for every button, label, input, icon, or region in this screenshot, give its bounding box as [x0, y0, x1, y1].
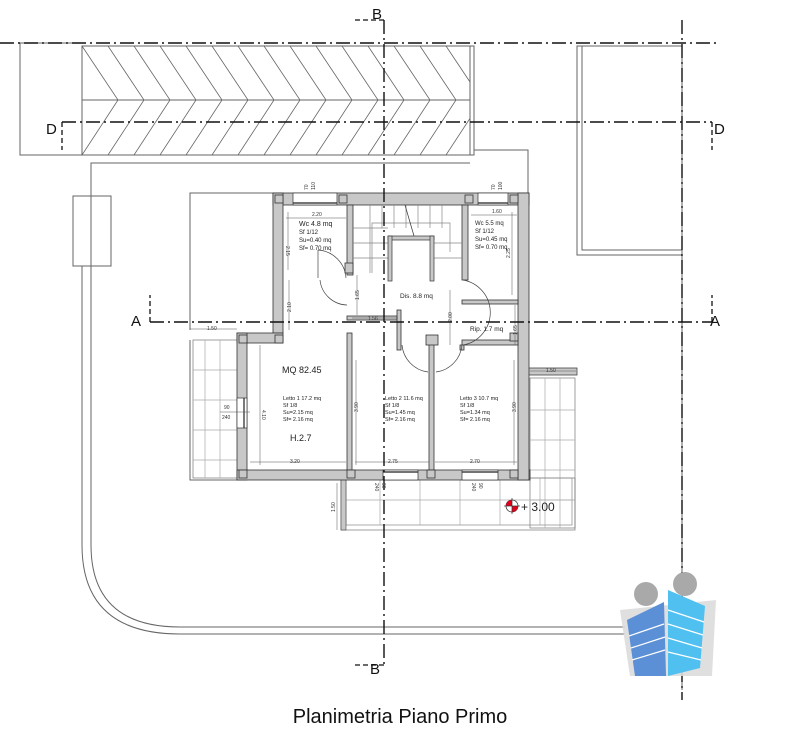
dim-letto2-height: 3.90 [354, 402, 360, 412]
room-dis: Dis. 8.8 mq [400, 293, 433, 300]
dim-wc2-width: 1.60 [492, 209, 502, 215]
room-sfw: Sf= 2.16 mq [283, 417, 313, 423]
dim-bottom-win2-a: 240 [470, 483, 476, 492]
plan-title: Planimetria Piano Primo [292, 706, 508, 728]
ramp-chevron [159, 45, 197, 155]
total-area: MQ 82.45 [282, 365, 322, 375]
ramp-chevron [445, 45, 470, 155]
ramp-chevron [237, 45, 275, 155]
dim-corridor: 1.56 [368, 316, 378, 322]
ramp-chevron [133, 45, 171, 155]
dim-dis-height: 1.65 [355, 290, 361, 300]
ramp-chevron [289, 45, 327, 155]
dim-window-tr-a: 100 [498, 181, 504, 190]
dim-bottom-win1-a: 240 [373, 483, 379, 492]
ramp-chevron [315, 45, 353, 155]
elevation-marker-icon [504, 498, 520, 514]
dim-rip-height: 2.00 [448, 312, 454, 322]
dim-letto1-width: 3.20 [290, 459, 300, 465]
dim-left-balcony: 1.50 [207, 326, 217, 332]
doors [317, 249, 491, 373]
ramp-chevron [107, 45, 145, 155]
section-label-b-top: B [372, 6, 382, 23]
dim-letto2-width: 2.75 [388, 459, 398, 465]
terrace-left-wall [340, 477, 347, 531]
dim-left-window-top: 90 [224, 405, 230, 411]
room-su: Su=0.45 mq [475, 237, 508, 243]
dim-wc1-height: 2.15 [284, 246, 290, 256]
room-name: Letto 3 10.7 mq [460, 396, 498, 402]
section-lines [0, 20, 720, 700]
room-letto2: Letto 2 11.6 mq Sf 1/8 Su=1.45 mq Sf= 2.… [385, 396, 423, 423]
dim-wc2-height: 2.25 [506, 248, 512, 258]
room-name: Wc 4.8 mq [299, 221, 333, 228]
room-name: Letto 2 11.6 mq [385, 396, 423, 402]
ramp-chevron [341, 45, 379, 155]
section-markers [61, 19, 713, 666]
room-rip: Rip. 1.7 mq [470, 326, 504, 333]
ramp-hatching [82, 45, 508, 155]
dimension-labels: 2.20 1.60 2.15 2.25 110 70 100 70 1.65 1… [207, 181, 556, 512]
room-su: Su=1.45 mq [385, 410, 415, 416]
room-sf: Sf 1/8 [283, 403, 297, 409]
section-label-a-left: A [131, 313, 141, 330]
room-su: Su=1.34 mq [460, 410, 490, 416]
pillars [238, 194, 519, 479]
dim-letto3-height: 3.90 [512, 402, 518, 412]
room-sf: Sf 1/8 [460, 403, 474, 409]
room-sfw: Sf= 2.16 mq [385, 417, 415, 423]
ramp-chevron [367, 45, 405, 155]
windows [236, 192, 509, 481]
room-wc1: Wc 4.8 mq Sf 1/12 Su=0.40 mq Sf= 0.70 mq [299, 221, 333, 252]
ramp-chevron [472, 46, 508, 155]
room-su: Su=2.15 mq [283, 410, 313, 416]
room-name: Letto 1 17.2 mq [283, 396, 321, 402]
dim-window-tl-a: 110 [311, 182, 317, 190]
right-balcony [529, 377, 576, 529]
ramp-chevron [263, 45, 301, 155]
ceiling-height: H.2.7 [290, 433, 312, 443]
room-wc2: Wc 5.5 mq Sf 1/12 Su=0.45 mq Sf= 0.70 mq [475, 221, 508, 251]
watermark-logo-icon [620, 572, 716, 676]
room-su: Su=0.40 mq [299, 238, 332, 244]
ramp-chevron [211, 45, 249, 155]
staircase [353, 204, 462, 273]
window-glass [243, 202, 508, 473]
dim-terrace-depth: 1.50 [331, 502, 337, 512]
dim-bottom-win1-b: 90 [380, 483, 386, 489]
dim-letto1-height: 4.10 [260, 410, 266, 420]
section-label-a-right: A [710, 313, 720, 330]
room-sfw: Sf= 2.16 mq [460, 417, 490, 423]
dim-bottom-win2-b: 90 [477, 483, 483, 489]
ramp-chevron [393, 45, 431, 155]
room-sf: Sf 1/12 [475, 229, 495, 235]
section-label-d-right: D [714, 121, 725, 138]
left-balcony [192, 339, 239, 479]
section-label-d-left: D [46, 121, 57, 138]
dim-rip-side: 1.65 [513, 325, 519, 335]
dim-letto3-width: 2.70 [470, 459, 480, 465]
dim-window-tl-b: 70 [304, 184, 310, 190]
dim-left-window-bottom: 240 [222, 415, 231, 421]
ramp-chevron [419, 45, 457, 155]
room-sfw: Sf= 0.70 mq [475, 245, 508, 251]
stair-core [387, 235, 435, 282]
room-sfw: Sf= 0.70 mq [299, 246, 332, 252]
elevation-value: + 3.00 [521, 500, 555, 514]
room-sf: Sf 1/8 [385, 403, 399, 409]
dim-right-balcony: 1.50 [546, 368, 556, 374]
dimension-lines [190, 212, 576, 530]
room-sf: Sf 1/12 [299, 230, 319, 236]
ramp-chevron [82, 45, 119, 155]
room-letto1: Letto 1 17.2 mq Sf 1/8 Su=2.15 mq Sf= 2.… [283, 396, 321, 423]
dim-window-tr-b: 70 [491, 184, 497, 190]
room-letto3: Letto 3 10.7 mq Sf 1/8 Su=1.34 mq Sf= 2.… [460, 396, 498, 423]
dim-wc1-width: 2.20 [312, 212, 322, 218]
ramp-chevron [185, 45, 223, 155]
section-label-b-bottom: B [370, 661, 380, 678]
room-name: Wc 5.5 mq [475, 221, 504, 227]
dim-wc1-lower: 2.10 [287, 302, 293, 312]
